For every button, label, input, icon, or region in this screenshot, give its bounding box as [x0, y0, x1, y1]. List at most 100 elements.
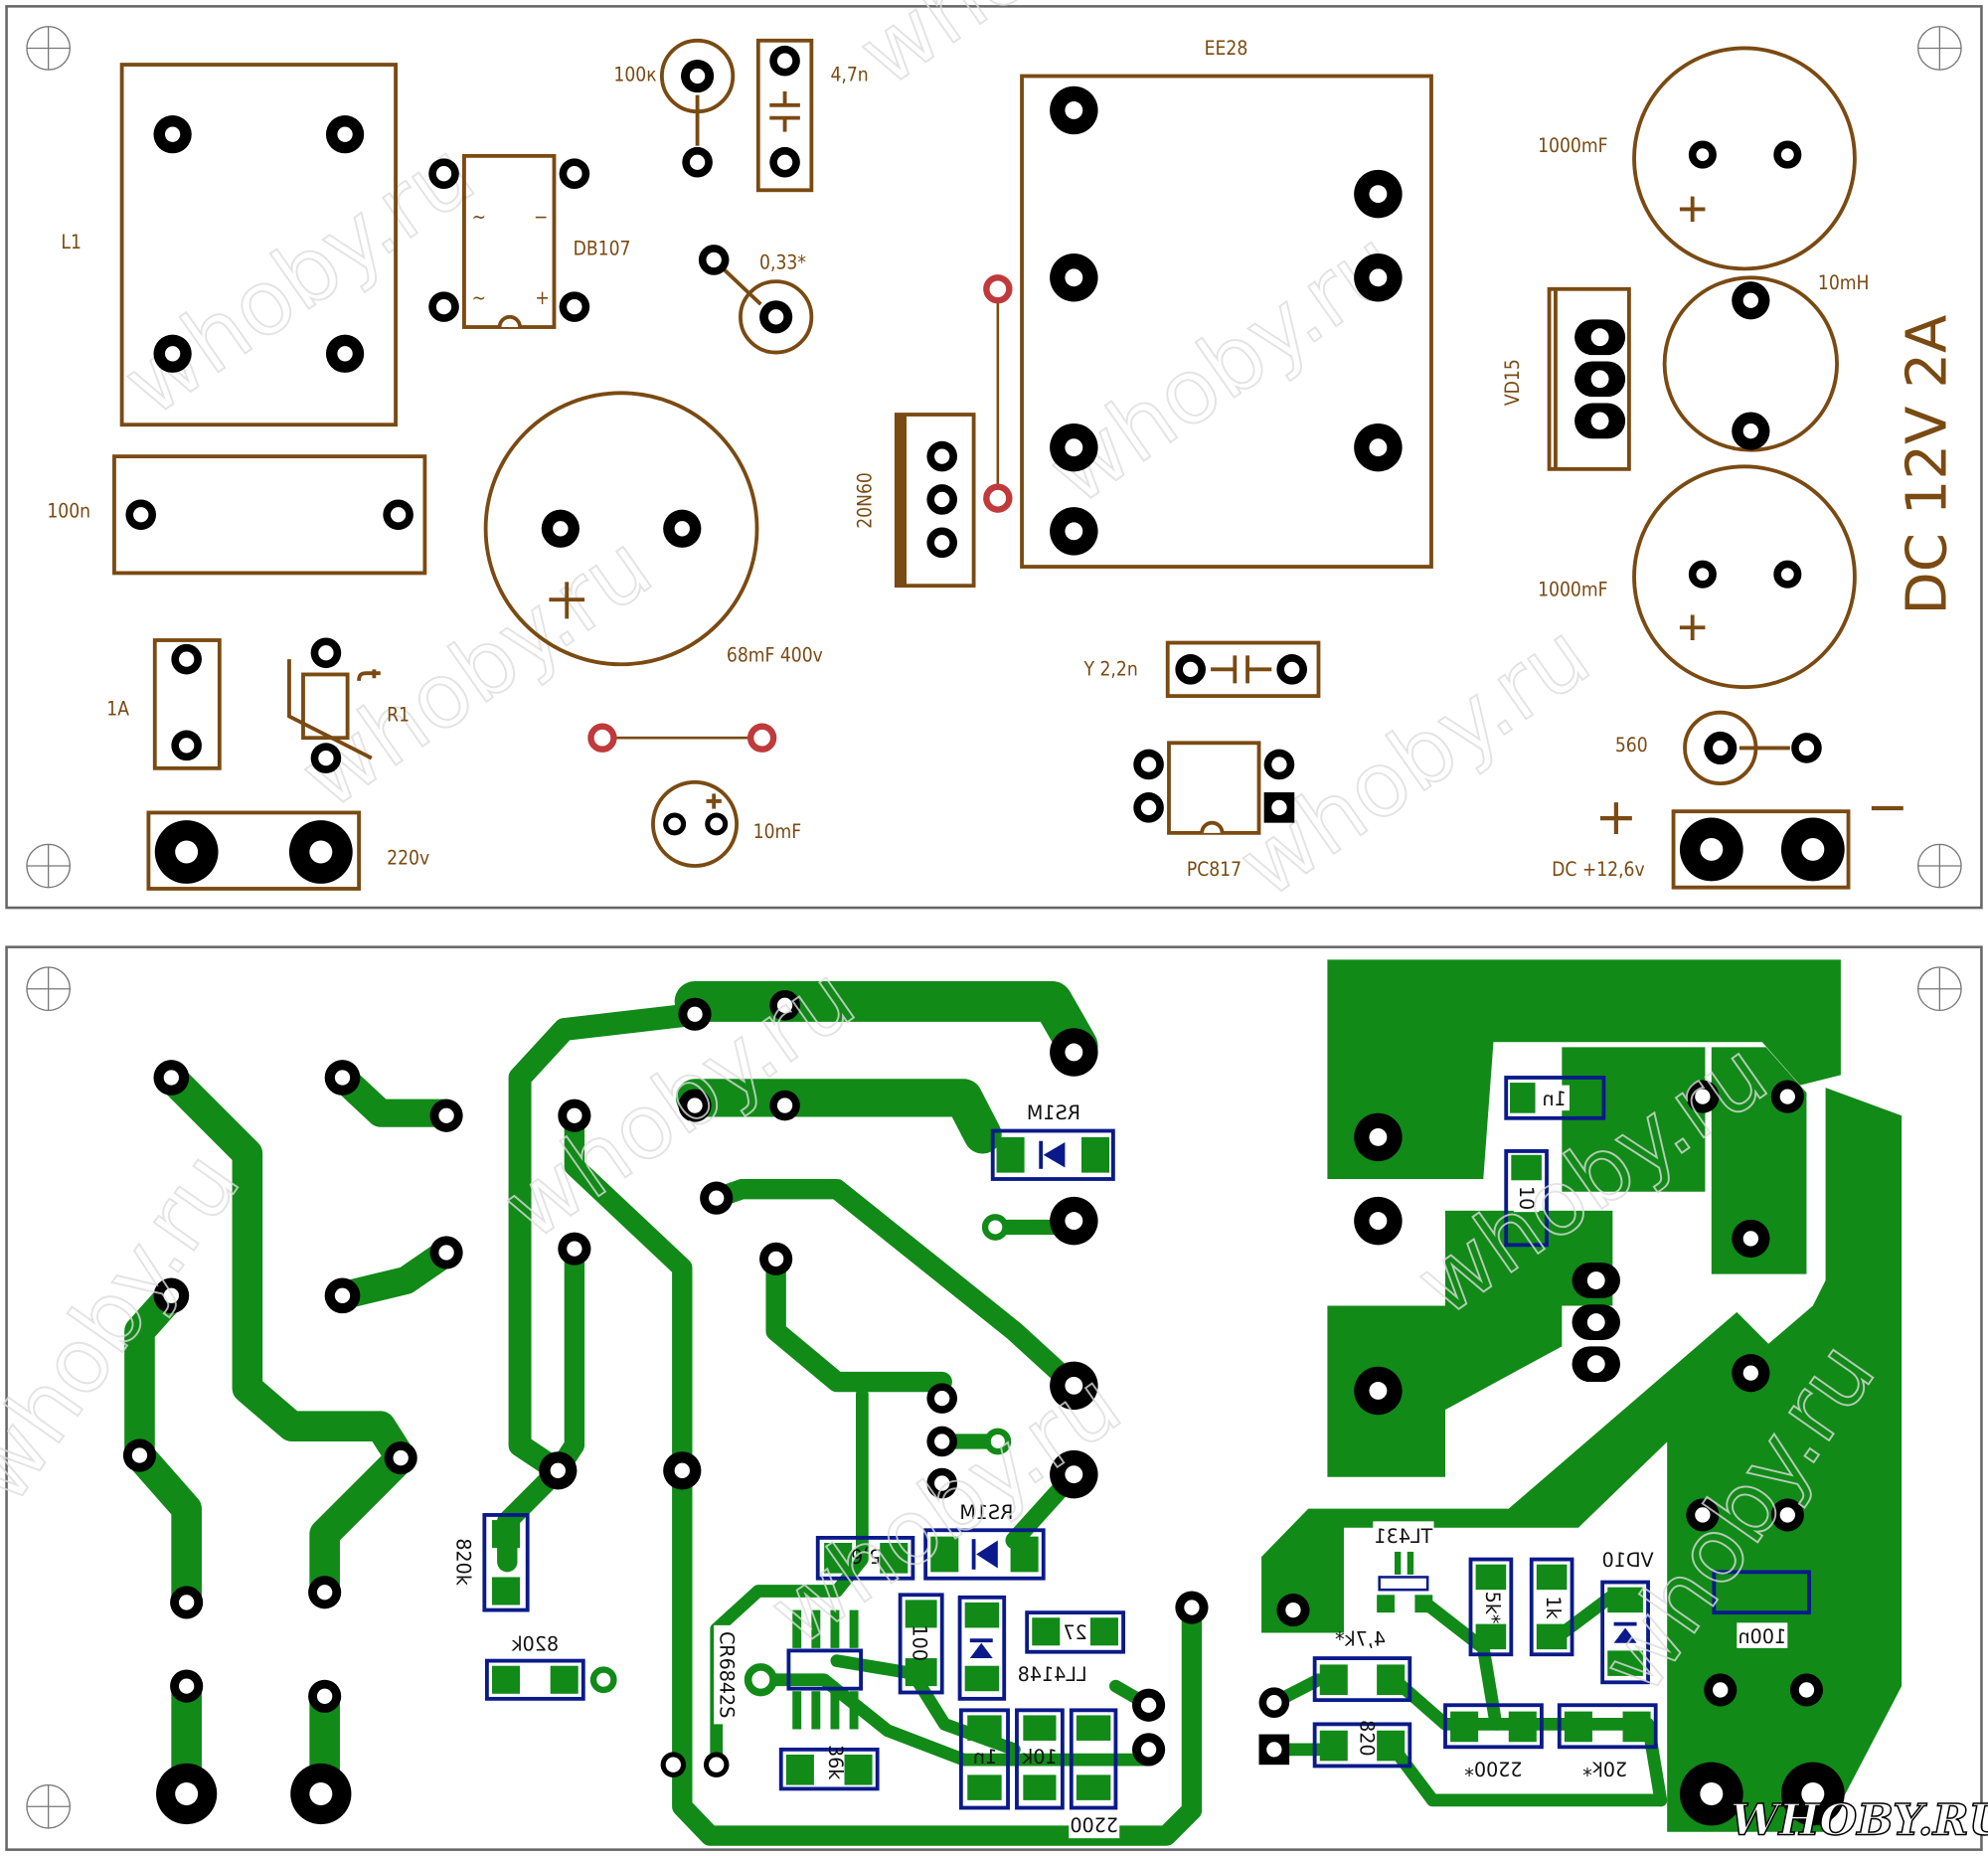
tht-pads-bottom: [122, 989, 1845, 1826]
label-5k: 5k*: [1481, 1592, 1504, 1624]
label-1n: 1n: [1543, 1088, 1567, 1110]
smd-res-2200: 2200*: [1443, 1703, 1544, 1780]
label-vd10: VD10: [1602, 1549, 1654, 1572]
smd-res-820k-a: 820k: [451, 1513, 530, 1612]
connector-dc-output: + − DC +12,6v: [1552, 778, 1908, 890]
label-820k: 820k: [451, 1538, 474, 1586]
label-1000mf: 1000mF: [1538, 134, 1607, 157]
smd-res-20k: 20k*: [1557, 1703, 1658, 1780]
capacitor-1000mf-upper: 1000mF: [1538, 46, 1857, 271]
label-1000mf: 1000mF: [1538, 578, 1607, 600]
fuse-1a: 1A: [106, 638, 222, 770]
label-4-7n: 4,7n: [830, 64, 868, 86]
label-db107: DB107: [574, 237, 631, 259]
label-100: 100: [908, 1625, 930, 1661]
ic-cr6842s: CR6842S: [714, 1609, 864, 1730]
inductor-10mh: 10mH: [1662, 271, 1870, 452]
label-20n60: 20N60: [853, 472, 876, 529]
label-100n: 100n: [47, 499, 90, 522]
label-1n: 1n: [973, 1746, 997, 1769]
connector-220v: 220v: [146, 810, 429, 891]
label-820: 820: [1356, 1720, 1379, 1756]
smd-res-5k: 5k*: [1468, 1557, 1514, 1657]
label-4-7k: 4,7k*: [1335, 1627, 1386, 1650]
diode-vd15: VD15: [1501, 286, 1631, 471]
smd-res-10: 10: [1504, 1149, 1549, 1248]
jumper-wire: [587, 723, 777, 753]
thermistor-r1: R1: [287, 637, 410, 773]
capacitor-1000mf-lower: 1000mF: [1538, 464, 1857, 690]
bridge-minus-mark: −: [534, 205, 548, 228]
label-vd15: VD15: [1501, 359, 1524, 406]
smd-diode-vd10: VD10: [1600, 1549, 1654, 1685]
bridge-db107: ~ ~ − + DB107: [428, 153, 631, 329]
bottom-board: RS1M 1n 10 820k 820k 5,6 RS1M CR684: [0, 945, 1988, 1851]
label-dc-output: DC +12,6v: [1552, 858, 1645, 881]
label-rs1m: RS1M: [1027, 1101, 1080, 1124]
resistor-0-33: 0,33*: [698, 245, 814, 355]
label-10: 10: [1515, 1186, 1538, 1210]
label-pc817: PC817: [1187, 858, 1242, 881]
copper-pours: [1261, 959, 1903, 1832]
smd-res-4-7k: 4,7k*: [1312, 1627, 1412, 1703]
bridge-plus-mark: +: [535, 286, 549, 309]
bridge-ac-mark: ~: [472, 205, 486, 228]
smd-res-1k: 1k: [1529, 1557, 1574, 1657]
transformer-ee28: EE28: [1020, 37, 1433, 569]
plus-mark: +: [1594, 788, 1637, 847]
mounting-holes-top: [26, 26, 1962, 889]
capacitor-4-7n: 4,7n: [755, 38, 869, 193]
label-100n: 100n: [1739, 1625, 1787, 1648]
smd-cap-2200: 2200: [1069, 1708, 1120, 1839]
capacitor-100n: 100n: [47, 454, 427, 576]
mounting-holes-bottom: [26, 966, 1962, 1829]
label-20k: 20k*: [1582, 1758, 1627, 1780]
label-ee28: EE28: [1205, 37, 1248, 60]
resistor-100k: 100к: [613, 38, 736, 178]
copper-traces: [124, 981, 1668, 1846]
resistor-560: 560: [1615, 710, 1822, 786]
label-100k: 100к: [613, 64, 656, 86]
label-27: 27: [1063, 1621, 1086, 1644]
smd-cap-1n-b: 1n: [958, 1708, 1010, 1810]
capacitor-68mf: 68mF 400v: [483, 391, 823, 667]
label-r1: R1: [387, 704, 410, 727]
smd-diode-ll4148: LL4148: [957, 1595, 1087, 1701]
smd-res-5-6: 5,6: [815, 1535, 915, 1581]
label-1k: 1k: [1542, 1596, 1565, 1619]
smd-cap-1n-a: 1n: [1504, 1076, 1606, 1120]
smd-res-10k: 10k: [1015, 1708, 1065, 1810]
ic-tl431: TL431: [1373, 1521, 1434, 1613]
smd-cap-100n: 100n: [1712, 1570, 1811, 1648]
label-5-6: 5,6: [851, 1544, 881, 1567]
optocoupler-pc817: PC817: [1133, 741, 1295, 881]
smd-res-820k-b: 820k: [484, 1632, 585, 1701]
smd-res-36k: 36k: [778, 1745, 880, 1791]
capacitor-10mf: 10mF: [651, 779, 802, 868]
board-title: DC 12V 2A: [1896, 315, 1960, 615]
label-ll4148: LL4148: [1018, 1663, 1087, 1686]
label-y-2-2n: Y 2,2n: [1083, 658, 1138, 681]
smd-diode-rs1m-a: RS1M: [990, 1097, 1115, 1181]
inductor-l1: L1: [61, 63, 398, 427]
label-l1: L1: [61, 231, 82, 253]
label-10mh: 10mH: [1818, 271, 1870, 294]
label-1a: 1A: [106, 697, 129, 720]
label-rs1m: RS1M: [959, 1501, 1013, 1524]
smd-res-100: 100: [898, 1593, 944, 1695]
transistor-20n60: 20N60: [853, 413, 976, 589]
jumper-wire: [983, 274, 1013, 513]
label-0-33: 0,33*: [759, 251, 806, 273]
label-2200-star: 2200*: [1464, 1758, 1522, 1780]
label-560: 560: [1615, 734, 1648, 757]
label-36k: 36k: [824, 1745, 847, 1780]
top-board: whoby.ru whoby.ru whoby.ru whoby.ru whob…: [5, 0, 1983, 919]
label-10mf: 10mF: [753, 820, 802, 843]
label-2200: 2200: [1070, 1813, 1118, 1836]
label-220v: 220v: [387, 847, 429, 870]
capacitor-y-2-2n: Y 2,2n: [1083, 640, 1321, 699]
label-cr6842s: CR6842S: [716, 1631, 739, 1718]
label-tl431: TL431: [1375, 1525, 1434, 1548]
label-820k: 820k: [511, 1632, 559, 1655]
